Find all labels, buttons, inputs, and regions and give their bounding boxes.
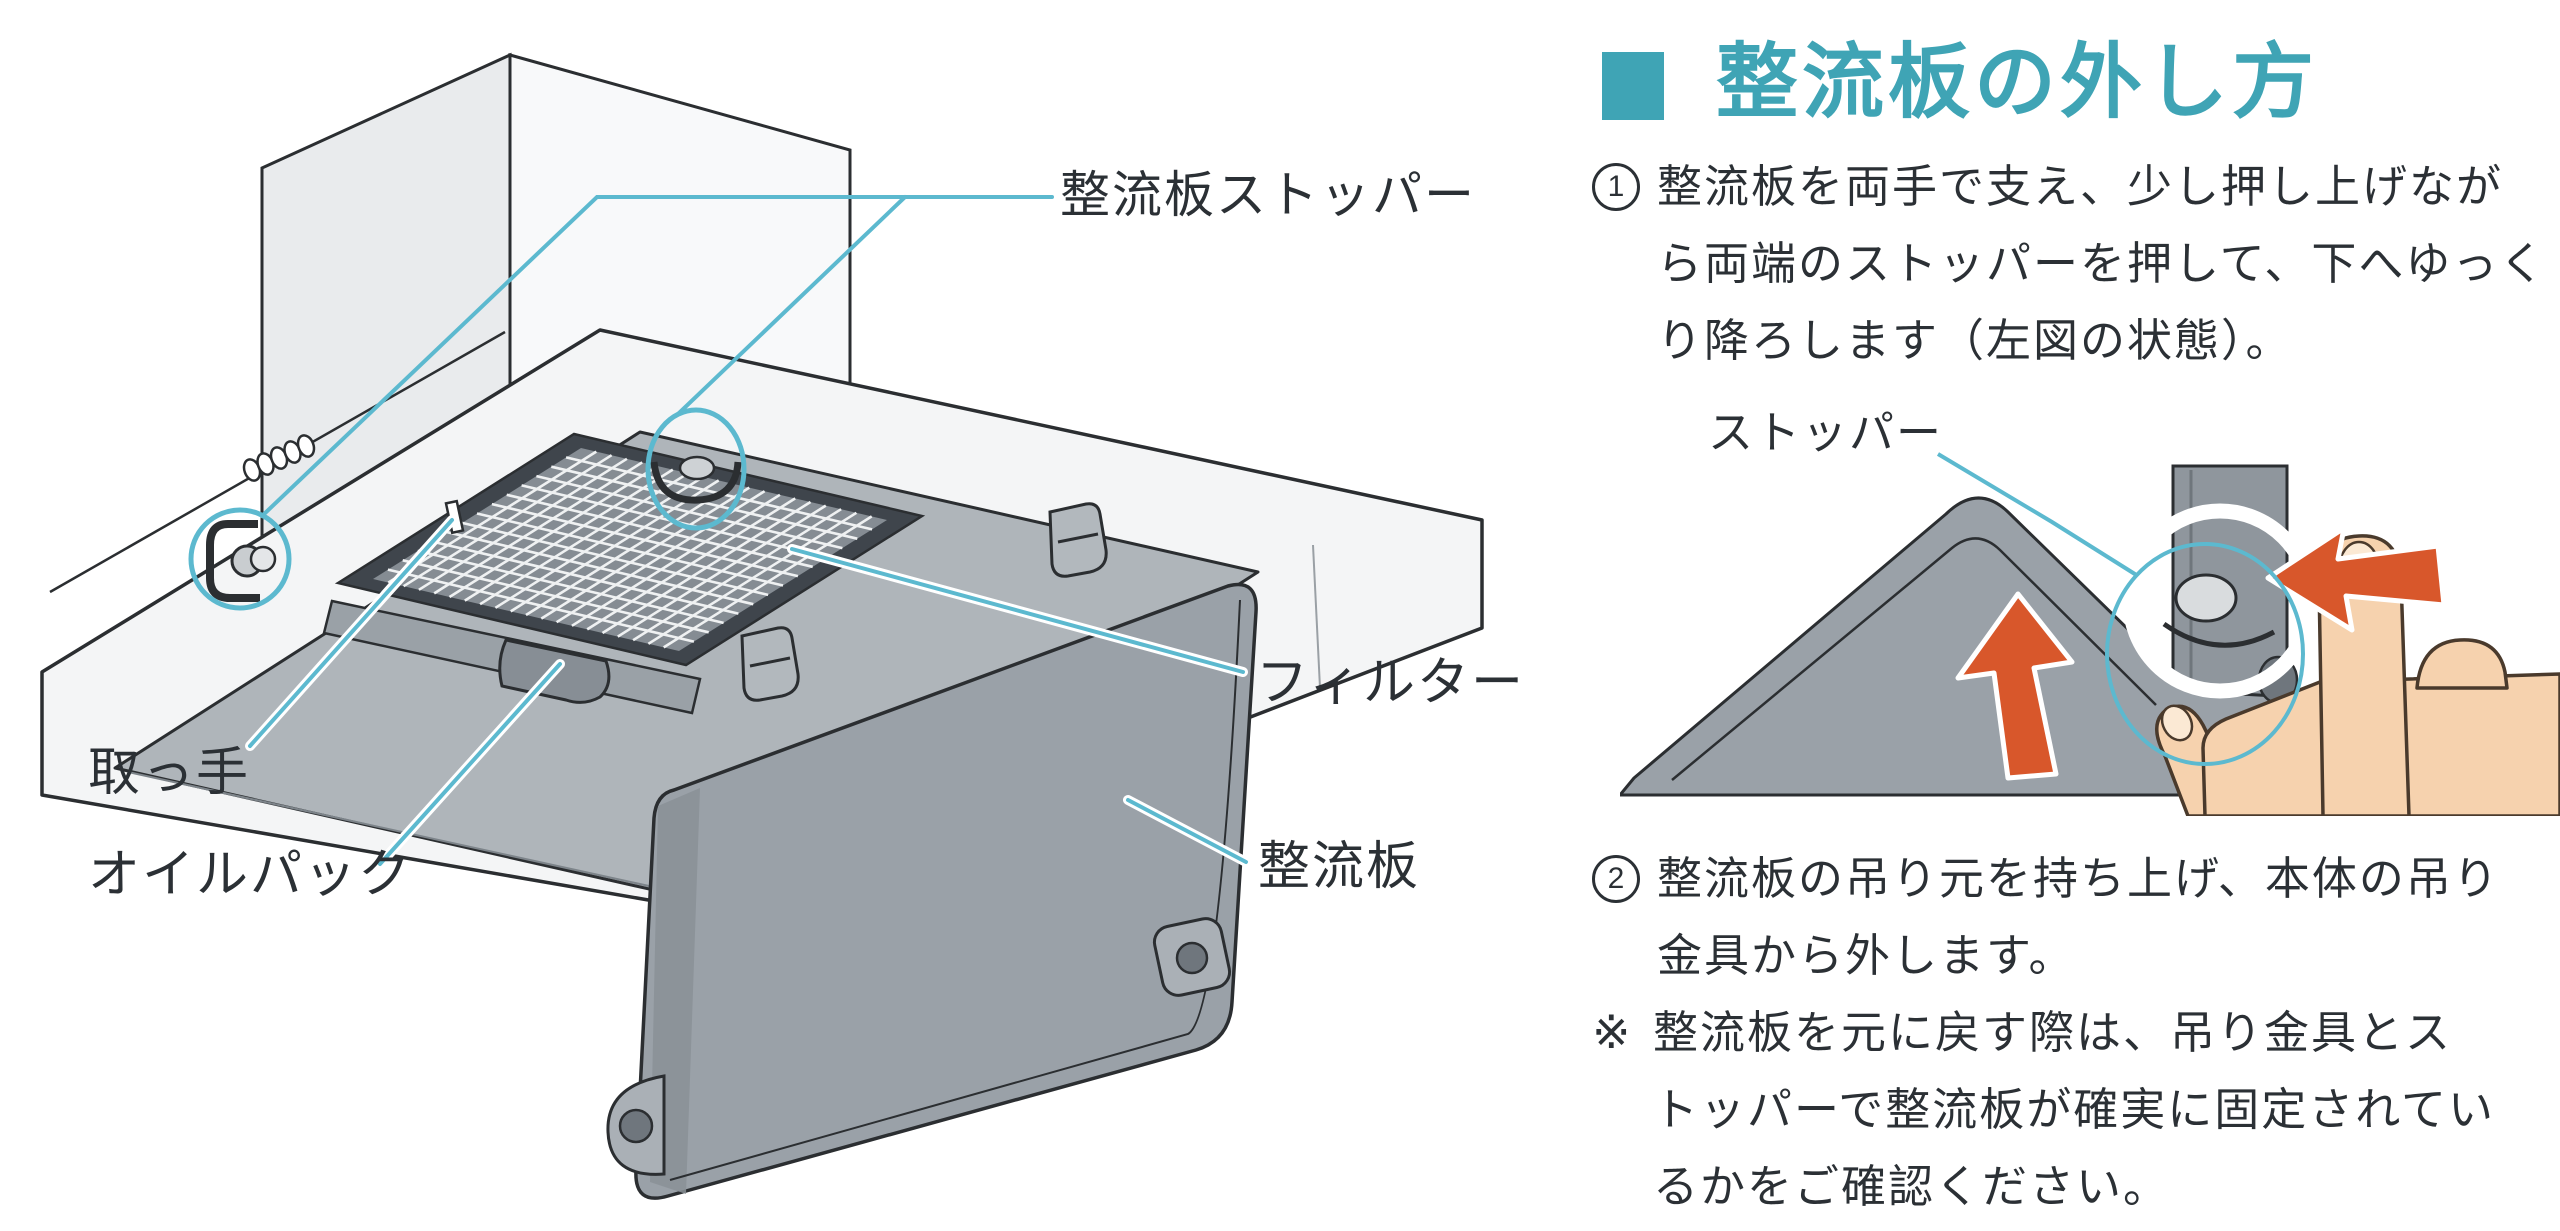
step-2: 2 整流板の吊り元を持ち上げ、本体の吊り 金具から外します。 [1592, 840, 2500, 994]
note-mark: ※ [1592, 1006, 1631, 1058]
hanging-clips [740, 502, 1108, 702]
label-baffle: 整流板 [1258, 838, 1420, 896]
stopper-top [645, 407, 747, 531]
plate-fastener-left [606, 1074, 666, 1176]
stopper-press-illustration [1620, 452, 2560, 816]
stopper-left [188, 507, 292, 611]
step-1: 1 整流板を両手で支え、少し押し上げなが ら両端のストッパーを押して、下へゆっく… [1592, 148, 2546, 379]
control-buttons [242, 434, 316, 482]
step-1-number: 1 [1592, 163, 1640, 211]
label-handle: 取っ手 [88, 744, 250, 802]
step-2-number: 2 [1592, 855, 1640, 903]
note-line: トッパーで整流板が確実に固定されてい [1653, 1084, 2495, 1135]
fingernail [2160, 704, 2194, 742]
stopper-caption-leader [1936, 452, 2140, 578]
label-oil-pack: オイルパック [88, 846, 412, 904]
stopper-knob [2162, 573, 2276, 648]
step-1-line: ら両端のストッパーを押して、下へゆっく [1657, 238, 2547, 289]
leader-lines [245, 195, 1251, 869]
step-1-line: り降ろします（左図の状態）。 [1657, 315, 2293, 366]
heading-square-bullet [1602, 52, 1664, 120]
filter-mesh [387, 450, 873, 649]
step-2-line: 金具から外します。 [1657, 930, 2076, 981]
stopper-highlight-ring-top [645, 407, 747, 531]
push-up-arrow [1955, 591, 2075, 781]
baffle-plate [606, 582, 1258, 1200]
section-heading: 整流板の外し方 [1602, 42, 2318, 124]
label-filter: フィルター [1256, 654, 1525, 712]
filter [334, 432, 926, 667]
stopper-caption: ストッパー [1708, 407, 1944, 458]
page-title: 整流板の外し方 [1716, 37, 2319, 128]
range-hood-diagram: 整流板ストッパー フィルター 整流板 取っ手 オイルパック [40, 52, 1525, 1200]
stopper-highlight-ring-left [188, 507, 292, 611]
note-line: るかをご確認ください。 [1653, 1161, 2171, 1212]
third-fingertip [2415, 638, 2509, 690]
label-baffle-stopper: 整流板ストッパー [1060, 167, 1476, 223]
step-1-line: 整流板を両手で支え、少し押し上げなが [1657, 161, 2504, 212]
note-line: 整流板を元に戻す際は、吊り金具とス [1653, 1007, 2453, 1058]
step-2-line: 整流板の吊り元を持ち上げ、本体の吊り [1657, 853, 2500, 904]
plate-fastener-right [1152, 917, 1232, 997]
press-left-arrow [2265, 525, 2447, 633]
note: ※ 整流板を元に戻す際は、吊り金具とス トッパーで整流板が確実に固定されてい る… [1592, 994, 2495, 1225]
stopper-highlight-ring [2105, 542, 2305, 766]
